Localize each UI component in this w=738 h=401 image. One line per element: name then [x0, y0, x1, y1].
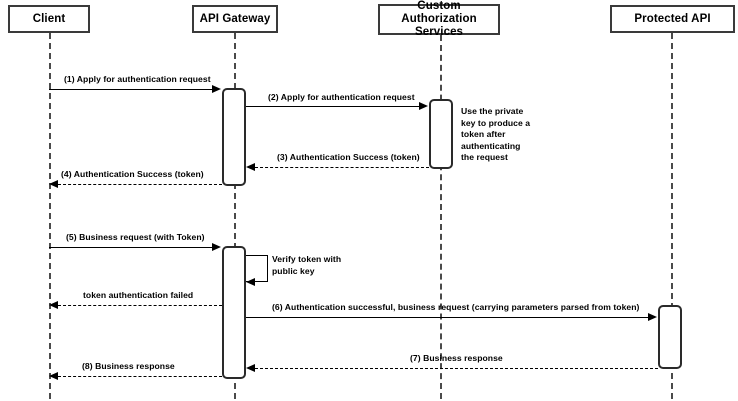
arrowhead-left-token-auth-failed [49, 300, 58, 309]
lifeline-client [49, 33, 51, 399]
message-label-7: (7) Business response [410, 353, 503, 363]
message-line-8 [58, 376, 222, 377]
participant-box-gateway[interactable]: API Gateway [192, 5, 278, 33]
participant-box-api[interactable]: Protected API [610, 5, 735, 33]
activation-auth-service [429, 99, 453, 169]
message-label-6: (6) Authentication successful, business … [272, 302, 640, 312]
message-line-5 [49, 247, 213, 248]
activation-protected-api [658, 305, 682, 369]
arrowhead-right-1 [212, 84, 221, 93]
arrowhead-left-3 [246, 162, 255, 171]
arrowhead-left-verify-token [246, 277, 255, 286]
lifeline-gateway [234, 33, 236, 399]
arrowhead-right-5 [212, 242, 221, 251]
participant-label-auth: Custom Authorization Services [401, 0, 477, 38]
note-private-key: Use the private key to produce a token a… [461, 106, 531, 162]
message-label-2: (2) Apply for authentication request [268, 92, 415, 102]
message-label-3: (3) Authentication Success (token) [277, 152, 420, 162]
participant-box-client[interactable]: Client [8, 5, 90, 33]
message-line-token-auth-failed [58, 305, 222, 306]
message-label-4: (4) Authentication Success (token) [61, 169, 204, 179]
message-label-1: (1) Apply for authentication request [64, 74, 211, 84]
arrowhead-left-4 [49, 179, 58, 188]
message-line-2 [246, 106, 421, 107]
activation-gateway-business-phase [222, 246, 246, 379]
arrowhead-left-8 [49, 371, 58, 380]
message-line-1 [49, 89, 213, 90]
message-line-3 [255, 167, 429, 168]
message-label-5: (5) Business request (with Token) [66, 232, 205, 242]
message-line-6 [246, 317, 649, 318]
message-line-4 [58, 184, 222, 185]
participant-label-gateway: API Gateway [199, 12, 271, 25]
participant-label-api: Protected API [634, 12, 711, 25]
self-message-label-verify-token: Verify token with public key [272, 254, 342, 276]
activation-gateway-auth-phase [222, 88, 246, 186]
arrowhead-left-7 [246, 363, 255, 372]
arrowhead-right-2 [419, 101, 428, 110]
message-line-7 [255, 368, 658, 369]
participant-label-client: Client [32, 12, 66, 25]
message-label-8: (8) Business response [82, 361, 175, 371]
lifeline-api [671, 33, 673, 399]
arrowhead-right-6 [648, 312, 657, 321]
participant-box-auth[interactable]: Custom Authorization Services [378, 0, 500, 38]
lifeline-auth [440, 35, 442, 399]
self-message-loop-verify-token [246, 255, 268, 282]
message-label-token-auth-failed: token authentication failed [83, 290, 194, 300]
